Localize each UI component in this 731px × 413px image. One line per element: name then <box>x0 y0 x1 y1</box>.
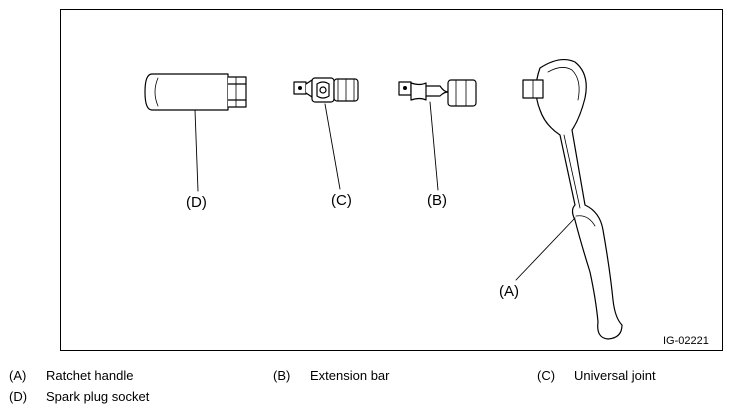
legend-key: (B) <box>273 368 291 383</box>
extension-bar-drawing <box>398 79 477 107</box>
legend-text: Ratchet handle <box>46 368 134 383</box>
callout-b: (B) <box>427 192 447 209</box>
leader-line-a <box>515 217 576 281</box>
ratchet-handle-drawing <box>522 58 623 340</box>
legend-text: Extension bar <box>310 368 390 383</box>
figure-frame <box>60 9 723 351</box>
legend-text: Spark plug socket <box>46 389 150 404</box>
legend-key: (D) <box>9 389 28 404</box>
figure-id: IG-02221 <box>663 335 709 347</box>
legend-key: (A) <box>9 368 27 383</box>
leader-line-c <box>324 103 341 190</box>
legend-key: (C) <box>537 368 556 383</box>
spark-plug-socket-drawing <box>144 73 247 111</box>
universal-joint-drawing <box>293 77 359 103</box>
leader-line-d <box>194 109 199 192</box>
callout-d: (D) <box>186 194 207 211</box>
leader-line-b <box>429 101 439 191</box>
callout-a: (A) <box>499 283 519 300</box>
callout-c: (C) <box>331 192 352 209</box>
legend-text: Universal joint <box>574 368 656 383</box>
